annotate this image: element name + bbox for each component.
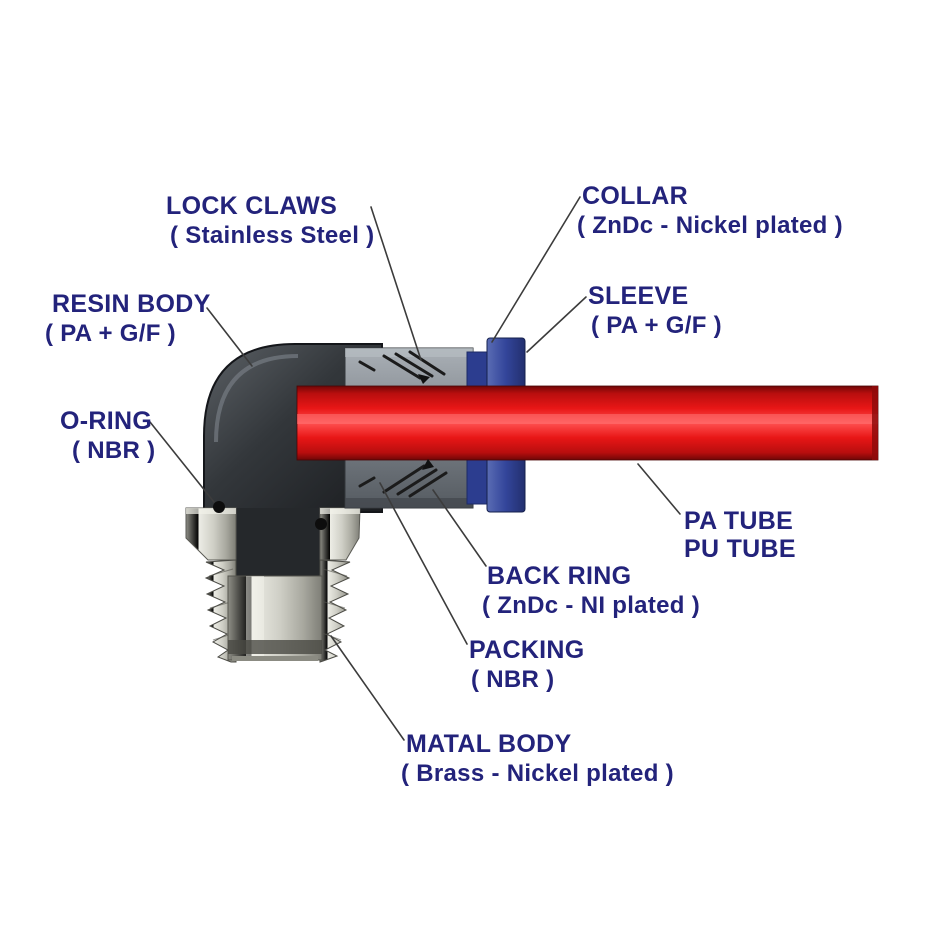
leader-o-ring [149,421,215,503]
leader-matal-body [330,635,405,741]
label-packing: PACKING [469,636,585,664]
label-collar: COLLAR [582,182,688,210]
label-o-ring: O-RING [60,407,153,435]
label-matal-body: MATAL BODY [406,730,572,758]
label-lock-claws: LOCK CLAWS [166,192,338,220]
leader-pa-tube [637,463,681,515]
label-back-ring: BACK RING [487,562,632,590]
label-back-ring-material: ( ZnDc - NI plated ) [482,592,700,619]
metal-body-bore [227,575,323,661]
label-pu-tube: PU TUBE [684,535,796,563]
label-sleeve-material: ( PA + G/F ) [591,312,722,339]
leader-resin-body [206,307,253,367]
label-packing-material: ( NBR ) [471,666,555,693]
resin-body-stem [236,508,320,582]
label-collar-material: ( ZnDc - Nickel plated ) [577,212,843,239]
leader-sleeve [526,296,587,353]
label-resin-body: RESIN BODY [52,290,211,318]
leader-lines [149,196,681,741]
o-ring-dot-right [315,518,327,530]
leader-back-ring [432,489,487,567]
o-ring-dot-left [213,501,225,513]
lock-claws-shape [358,350,448,498]
label-lock-claws-material: ( Stainless Steel ) [170,222,375,249]
leader-lock-claws [370,206,422,361]
label-pa-tube: PA TUBE [684,507,794,535]
hex-nut-shape [185,507,361,561]
leader-collar [491,196,581,343]
label-matal-body-material: ( Brass - Nickel plated ) [401,760,674,787]
label-o-ring-material: ( NBR ) [72,437,156,464]
label-resin-body-material: ( PA + G/F ) [45,320,176,347]
tube-shape [296,385,879,461]
leader-packing [379,482,468,645]
label-sleeve: SLEEVE [588,282,689,310]
